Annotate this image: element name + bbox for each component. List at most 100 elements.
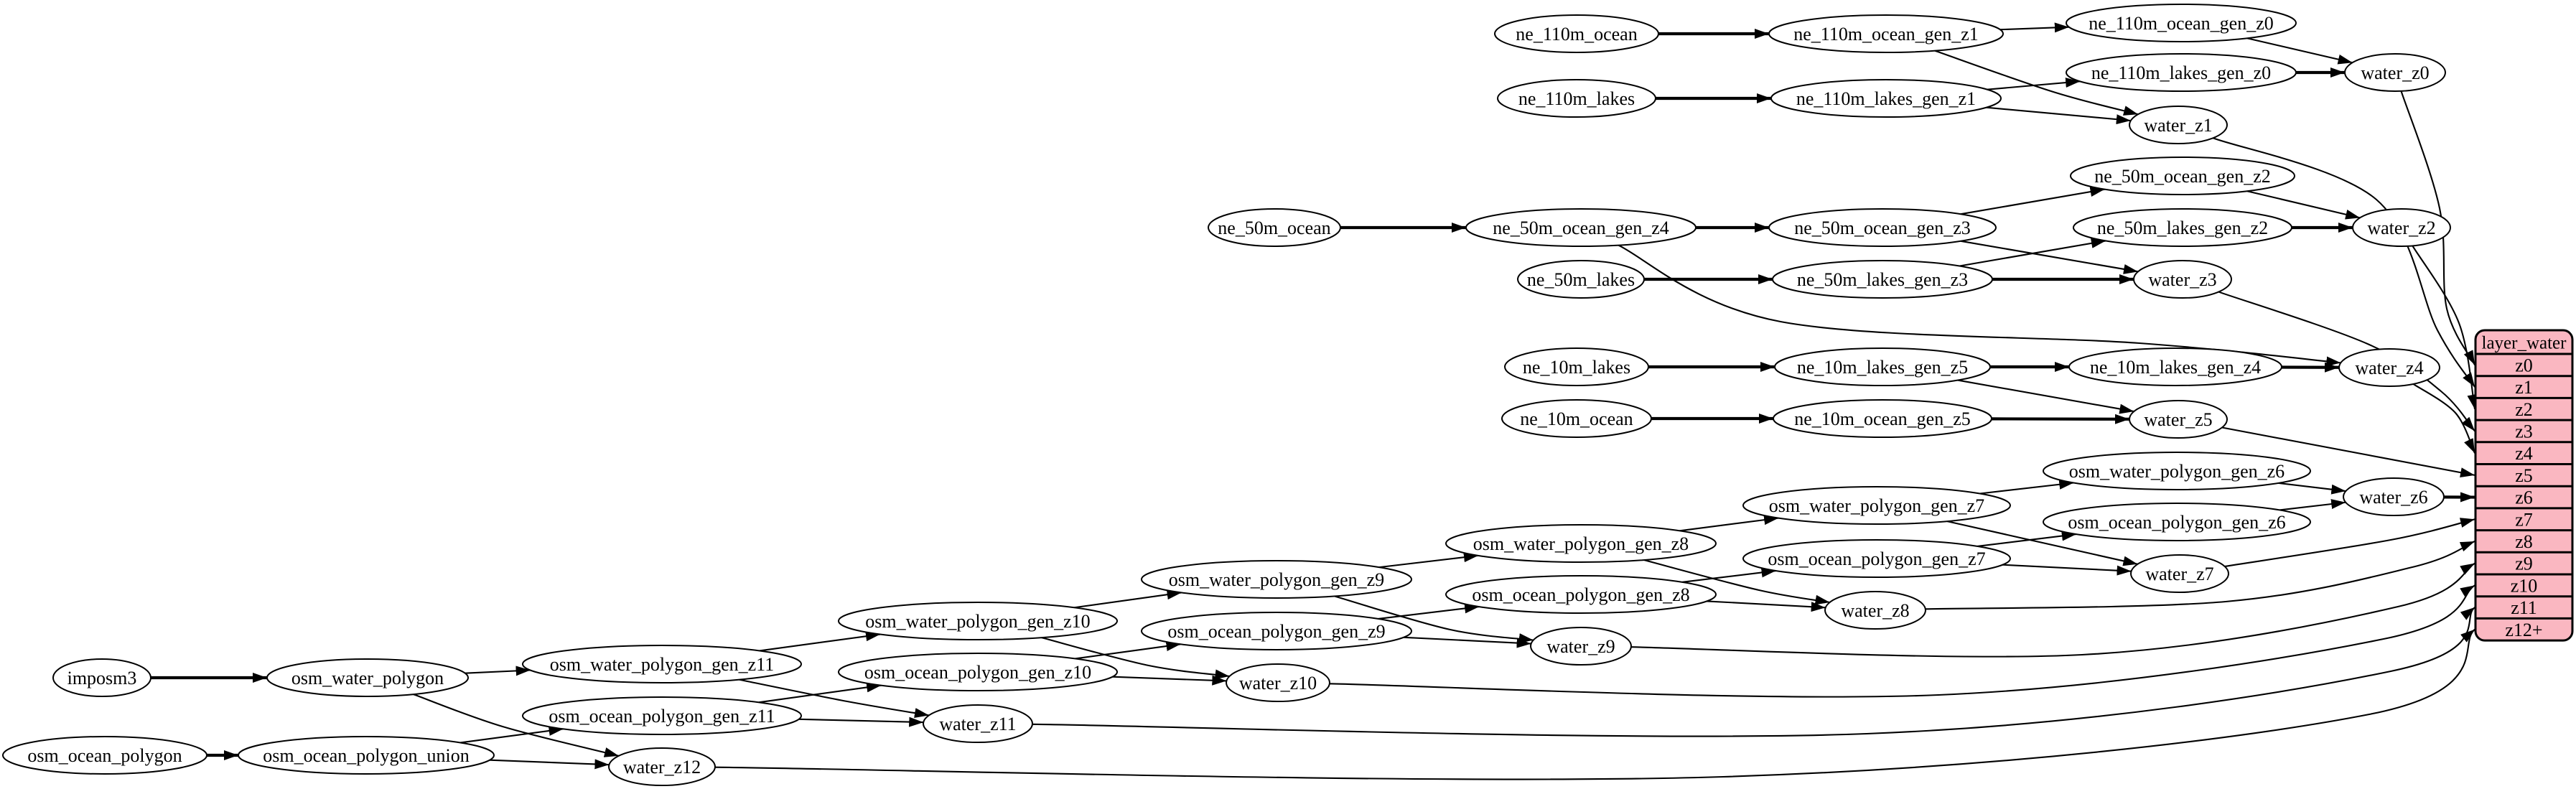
edge-osm_ocean_polygon_gen_z10-to-osm_ocean_polygon_gen_z9 bbox=[1075, 641, 1181, 660]
table-row-label-z10: z10 bbox=[2511, 575, 2538, 596]
edge-osm_water_polygon_gen_z11-to-water_z11 bbox=[739, 678, 930, 718]
node-label-ne_110m_ocean_gen_z1: ne_110m_ocean_gen_z1 bbox=[1793, 24, 1979, 45]
node-osm_ocean_polygon: osm_ocean_polygon bbox=[2, 736, 207, 775]
node-ne_50m_lakes_gen_z3: ne_50m_lakes_gen_z3 bbox=[1772, 260, 1993, 299]
node-osm_ocean_polygon_gen_z7: osm_ocean_polygon_gen_z7 bbox=[1742, 539, 2011, 578]
node-water_z9: water_z9 bbox=[1530, 627, 1632, 666]
node-label-water_z12: water_z12 bbox=[623, 757, 701, 778]
node-water_z3: water_z3 bbox=[2133, 260, 2232, 299]
node-ne_10m_lakes_gen_z5: ne_10m_lakes_gen_z5 bbox=[1774, 347, 1991, 386]
edge-ne_50m_ocean_gen_z3-to-ne_50m_ocean_gen_z2 bbox=[1960, 187, 2105, 215]
edge-ne_110m_ocean_gen_z0-to-water_z0 bbox=[2246, 37, 2353, 65]
table-row-label-z1: z1 bbox=[2515, 377, 2533, 398]
table-row-label-z4: z4 bbox=[2515, 443, 2533, 464]
node-label-ne_50m_ocean_gen_z4: ne_50m_ocean_gen_z4 bbox=[1493, 218, 1669, 238]
node-osm_ocean_polygon_union: osm_ocean_polygon_union bbox=[238, 736, 495, 775]
node-label-water_z10: water_z10 bbox=[1239, 673, 1317, 694]
nodes-layer: ne_110m_ocean ne_110m_ocean_gen_z1 ne_110m… bbox=[2, 4, 2451, 786]
edge-water_z7-to-layer_water-z7 bbox=[2224, 518, 2475, 568]
node-label-osm_ocean_polygon_gen_z8: osm_ocean_polygon_gen_z8 bbox=[1472, 584, 1689, 605]
node-water_z2: water_z2 bbox=[2352, 208, 2451, 247]
node-label-osm_water_polygon_gen_z6: osm_water_polygon_gen_z6 bbox=[2069, 461, 2285, 482]
layer-water-table-header: layer_water bbox=[2482, 334, 2567, 353]
edge-ne_50m_ocean_gen_z3-to-water_z3 bbox=[1960, 240, 2139, 274]
table-row-z6: z6 bbox=[2515, 487, 2533, 508]
node-label-ne_50m_ocean_gen_z2: ne_50m_ocean_gen_z2 bbox=[2094, 166, 2270, 187]
layer-water-table: layer_waterz0z1z2z3z4z5z6z7z8z9z10z11z12… bbox=[2474, 329, 2574, 642]
edge-water_z9-to-layer_water-z9 bbox=[1630, 562, 2475, 658]
node-water_z10: water_z10 bbox=[1226, 663, 1330, 702]
edge-osm_ocean_polygon_union-to-osm_ocean_polygon_gen_z11 bbox=[460, 726, 564, 744]
node-label-imposm3: imposm3 bbox=[67, 668, 137, 688]
table-row-label-z3: z3 bbox=[2515, 421, 2533, 442]
node-label-ne_10m_ocean: ne_10m_ocean bbox=[1520, 408, 1633, 429]
edge-osm_water_polygon_gen_z10-to-water_z10 bbox=[1041, 637, 1230, 680]
table-row-label-z5: z5 bbox=[2515, 465, 2533, 486]
node-water_z6: water_z6 bbox=[2343, 477, 2445, 516]
node-label-osm_ocean_polygon_gen_z11: osm_ocean_polygon_gen_z11 bbox=[549, 706, 775, 727]
node-ne_10m_ocean_gen_z5: ne_10m_ocean_gen_z5 bbox=[1773, 399, 1992, 438]
table-row-z10: z10 bbox=[2511, 575, 2538, 596]
table-row-label-z12+: z12+ bbox=[2505, 620, 2542, 640]
node-ne_50m_ocean_gen_z3: ne_50m_ocean_gen_z3 bbox=[1768, 208, 1997, 247]
edge-osm_ocean_polygon_gen_z8-to-osm_ocean_polygon_gen_z7 bbox=[1682, 567, 1776, 583]
node-osm_ocean_polygon_gen_z11: osm_ocean_polygon_gen_z11 bbox=[522, 696, 802, 735]
node-label-osm_water_polygon_gen_z11: osm_water_polygon_gen_z11 bbox=[550, 654, 774, 675]
node-label-osm_water_polygon: osm_water_polygon bbox=[291, 668, 444, 688]
node-osm_water_polygon_gen_z8: osm_water_polygon_gen_z8 bbox=[1445, 524, 1717, 563]
node-water_z7: water_z7 bbox=[2130, 554, 2229, 593]
node-water_z11: water_z11 bbox=[923, 704, 1033, 743]
edge-water_z2-to-layer_water-z2 bbox=[2412, 245, 2478, 409]
node-label-osm_water_polygon_gen_z10: osm_water_polygon_gen_z10 bbox=[865, 611, 1090, 632]
node-label-ne_110m_ocean: ne_110m_ocean bbox=[1516, 24, 1637, 45]
node-label-ne_110m_lakes_gen_z0: ne_110m_lakes_gen_z0 bbox=[2091, 62, 2271, 83]
node-label-water_z4: water_z4 bbox=[2355, 358, 2423, 378]
node-label-water_z2: water_z2 bbox=[2367, 218, 2435, 238]
table-row-z12+: z12+ bbox=[2505, 620, 2542, 640]
node-label-water_z6: water_z6 bbox=[2359, 487, 2427, 508]
node-label-ne_110m_lakes_gen_z1: ne_110m_lakes_gen_z1 bbox=[1796, 88, 1976, 109]
node-ne_110m_ocean_gen_z1: ne_110m_ocean_gen_z1 bbox=[1768, 14, 2004, 53]
edge-osm_water_polygon_gen_z6-to-water_z6 bbox=[2278, 482, 2346, 495]
node-label-osm_ocean_polygon_gen_z9: osm_ocean_polygon_gen_z9 bbox=[1167, 621, 1385, 642]
table-row-z2: z2 bbox=[2515, 399, 2533, 420]
edge-osm_water_polygon-to-osm_water_polygon_gen_z11 bbox=[465, 666, 531, 676]
node-ne_10m_ocean: ne_10m_ocean bbox=[1501, 399, 1652, 438]
edge-osm_water_polygon_gen_z9-to-water_z9 bbox=[1334, 595, 1534, 644]
node-ne_50m_ocean_gen_z4: ne_50m_ocean_gen_z4 bbox=[1465, 208, 1697, 247]
node-label-osm_water_polygon_gen_z9: osm_water_polygon_gen_z9 bbox=[1169, 569, 1384, 590]
edge-osm_water_polygon_gen_z8-to-osm_water_polygon_gen_z7 bbox=[1679, 515, 1779, 532]
table-row-label-z0: z0 bbox=[2515, 355, 2533, 375]
node-label-ne_10m_lakes_gen_z4: ne_10m_lakes_gen_z4 bbox=[2090, 357, 2261, 378]
table-row-z7: z7 bbox=[2515, 509, 2533, 530]
edge-ne_110m_ocean_gen_z1-to-water_z1 bbox=[1934, 50, 2139, 116]
table-row-label-z7: z7 bbox=[2515, 509, 2533, 530]
node-label-water_z8: water_z8 bbox=[1841, 600, 1909, 621]
edge-water_z0-to-layer_water-z0 bbox=[2400, 90, 2475, 365]
node-label-osm_ocean_polygon_union: osm_ocean_polygon_union bbox=[263, 745, 469, 766]
edge-osm_water_polygon_gen_z11-to-osm_water_polygon_gen_z10 bbox=[759, 631, 881, 652]
node-water_z4: water_z4 bbox=[2338, 348, 2440, 387]
node-ne_110m_ocean: ne_110m_ocean bbox=[1494, 14, 1659, 53]
table-row-label-z6: z6 bbox=[2515, 487, 2533, 508]
node-water_z0: water_z0 bbox=[2344, 53, 2446, 92]
edge-ne_50m_ocean_gen_z2-to-water_z2 bbox=[2246, 190, 2361, 220]
edge-ne_50m_lakes_gen_z3-to-ne_50m_lakes_gen_z2 bbox=[1959, 238, 2106, 267]
node-label-ne_50m_lakes_gen_z2: ne_50m_lakes_gen_z2 bbox=[2097, 218, 2268, 238]
node-ne_50m_lakes: ne_50m_lakes bbox=[1517, 260, 1645, 299]
node-label-ne_10m_ocean_gen_z5: ne_10m_ocean_gen_z5 bbox=[1794, 408, 1970, 429]
node-label-ne_50m_lakes: ne_50m_lakes bbox=[1527, 269, 1635, 290]
node-label-water_z9: water_z9 bbox=[1546, 636, 1615, 657]
edge-ne_110m_ocean_gen_z1-to-ne_110m_ocean_gen_z0 bbox=[1999, 22, 2069, 33]
node-ne_10m_lakes: ne_10m_lakes bbox=[1504, 347, 1649, 386]
edge-osm_water_polygon-to-water_z12 bbox=[413, 694, 620, 757]
table-row-z4: z4 bbox=[2515, 443, 2533, 464]
edge-water_z5-to-layer_water-z5 bbox=[2221, 426, 2475, 478]
node-water_z8: water_z8 bbox=[1824, 591, 1926, 630]
edge-osm_ocean_polygon_gen_z9-to-osm_ocean_polygon_gen_z8 bbox=[1378, 603, 1480, 620]
edge-water_z11-to-layer_water-z11 bbox=[1032, 607, 2475, 737]
node-osm_water_polygon_gen_z11: osm_water_polygon_gen_z11 bbox=[522, 645, 802, 683]
table-row-z8: z8 bbox=[2515, 531, 2533, 552]
